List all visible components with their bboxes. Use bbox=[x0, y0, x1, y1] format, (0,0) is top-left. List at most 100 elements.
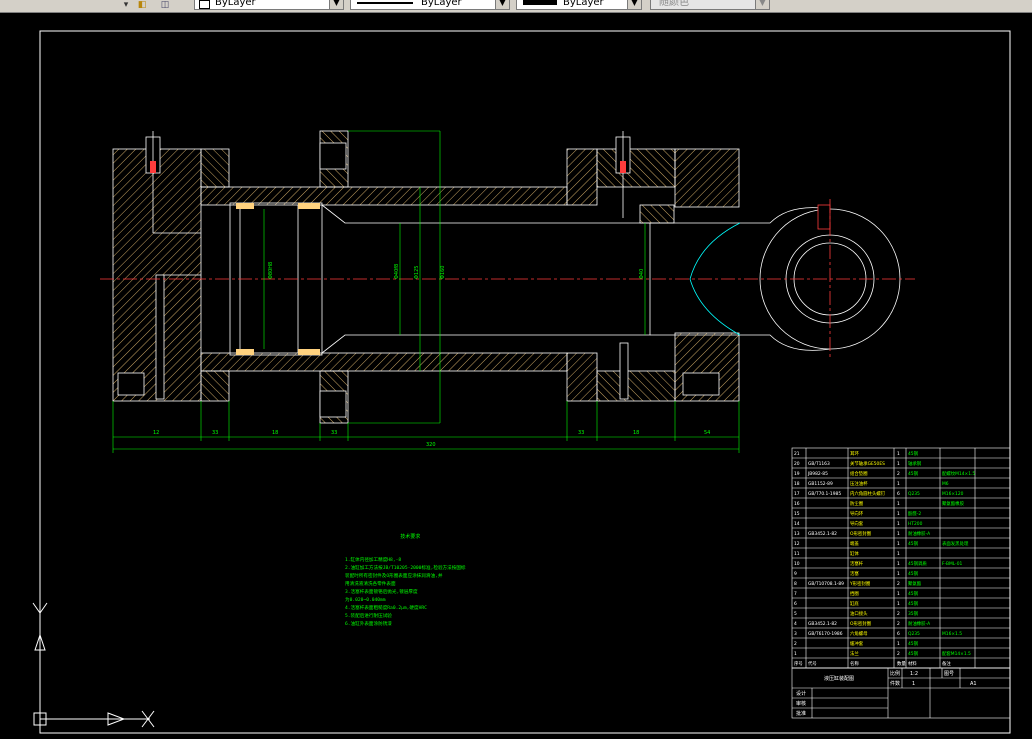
bom-cell-name: 油口接头 bbox=[850, 610, 868, 617]
bom-cell-name: O形密封圈 bbox=[850, 620, 872, 627]
techreq-line: 6.油缸外表面涂防锈漆 bbox=[345, 622, 392, 627]
bom-cell-no: 21 bbox=[794, 451, 800, 457]
bom-cell-no: 1 bbox=[794, 651, 797, 657]
bom-cell-qty: 1 bbox=[897, 461, 900, 467]
bom-cell-mat: Q235 bbox=[908, 491, 920, 497]
bom-header-code: 代号 bbox=[808, 660, 817, 667]
bom-cell-no: 4 bbox=[794, 621, 797, 627]
bom-cell-name: 导向环 bbox=[850, 510, 864, 517]
bom-cell-name: 端盖 bbox=[850, 540, 859, 547]
dim-text: 33 bbox=[212, 430, 218, 436]
bom-cell-note: 表面发黑处理 bbox=[942, 540, 969, 547]
bom-cell-code: GB1152-89 bbox=[808, 481, 833, 487]
size-label: 图号 bbox=[944, 671, 954, 677]
bom-cell-qty: 1 bbox=[897, 561, 900, 567]
bom-cell-name: 缸体 bbox=[850, 550, 859, 557]
role-design: 设计 bbox=[796, 690, 806, 697]
bom-cell-qty: 2 bbox=[897, 471, 900, 477]
bom-cell-mat: Q235 bbox=[908, 631, 920, 637]
linetype-value: ByLayer bbox=[421, 0, 462, 8]
bom-cell-no: 10 bbox=[794, 561, 800, 567]
chevron-down-icon[interactable]: ▼ bbox=[627, 0, 641, 9]
bom-cell-code: GB3452.1-82 bbox=[808, 531, 837, 537]
bom-cell-no: 7 bbox=[794, 591, 797, 597]
bom-cell-no: 2 bbox=[794, 641, 797, 647]
bom-cell-name: 防尘圈 bbox=[850, 500, 864, 507]
dimension-texts: 320 12 33 18 33 33 18 54 Φ80H8 Φ40f8 Φ12… bbox=[153, 262, 710, 448]
layer-tools-icon[interactable]: ◧ bbox=[137, 0, 147, 10]
guide-sleeve-bottom bbox=[596, 370, 676, 402]
lineweight-control[interactable]: ByLayer ▼ bbox=[516, 0, 642, 10]
bom-cell-name: 缸底 bbox=[850, 600, 859, 607]
dim-rod2: Φ40 bbox=[639, 269, 645, 279]
bom-cell-note: M16×1.5 bbox=[942, 631, 962, 637]
bom-cell-qty: 2 bbox=[897, 621, 900, 627]
techreq-line: 5.装配后进行耐压试验 bbox=[345, 614, 392, 619]
lineweight-preview bbox=[523, 0, 557, 5]
bom-cell-name: 关节轴承GE50ES bbox=[850, 460, 885, 467]
linetype-control[interactable]: ByLayer ▼ bbox=[350, 0, 510, 10]
bom-cell-mat: 耐油橡胶-A bbox=[908, 530, 930, 537]
barrel-bottom-wall bbox=[200, 352, 568, 372]
trunnion-bore-top bbox=[319, 142, 347, 170]
bom-cell-name: O形密封圈 bbox=[850, 530, 872, 537]
model-space-canvas[interactable]: 320 12 33 18 33 33 18 54 Φ80H8 Φ40f8 Φ12… bbox=[0, 13, 1032, 735]
bom-cell-no: 3 bbox=[794, 631, 797, 637]
dropdown-arrow-icon[interactable]: ▾ bbox=[123, 0, 129, 10]
bom-cell-qty: 1 bbox=[897, 521, 900, 527]
bom-cell-code: GB3452.1-82 bbox=[808, 621, 837, 627]
bom-cell-no: 17 bbox=[794, 491, 800, 497]
bom-header-name: 名称 bbox=[850, 660, 859, 667]
bom-cell-no: 8 bbox=[794, 581, 797, 587]
bom-cell-mat: 45钢 bbox=[908, 540, 919, 547]
bom-cell-mat: 45钢 bbox=[908, 570, 919, 577]
bom-cell-note: 配螺纹M14×1.5 bbox=[942, 470, 975, 477]
barrel-top-wall bbox=[200, 186, 568, 206]
layer-states-icon[interactable]: ◫ bbox=[160, 0, 170, 10]
sheet-border bbox=[39, 30, 1011, 734]
bom-cell-no: 18 bbox=[794, 481, 800, 487]
chevron-down-icon[interactable]: ▼ bbox=[495, 0, 509, 9]
bom-cell-name: 耳环 bbox=[850, 451, 859, 457]
chevron-down-icon[interactable]: ▼ bbox=[329, 0, 343, 9]
bom-cell-qty: 1 bbox=[897, 571, 900, 577]
techreq-title: 技术要求 bbox=[400, 534, 421, 540]
dim-total: 320 bbox=[426, 442, 436, 448]
plotstyle-value: 随颜色 bbox=[659, 0, 689, 8]
bottom-flange-top bbox=[200, 148, 230, 188]
color-control[interactable]: ByLayer ▼ bbox=[194, 0, 344, 10]
bom-cell-qty: 1 bbox=[897, 451, 900, 457]
bom-cell-mat: 35钢 bbox=[908, 610, 919, 617]
bom-cell-note: 配套M14×1.5 bbox=[942, 650, 971, 657]
color-value: ByLayer bbox=[215, 0, 256, 8]
bom-cell-mat: 酚醛-2 bbox=[908, 510, 921, 517]
bom-cell-no: 13 bbox=[794, 531, 800, 537]
bom-cell-name: 组合垫圈 bbox=[850, 470, 868, 477]
dimension-lines bbox=[112, 130, 740, 453]
oil-port-right bbox=[682, 372, 720, 396]
bom-cell-note: M16×120 bbox=[942, 491, 964, 497]
bom-cell-no: 14 bbox=[794, 521, 800, 527]
bom-cell-name: 法兰 bbox=[850, 650, 859, 657]
techreq-line: 3.活塞杆表面镀铬后抛光,镀层厚度 bbox=[345, 590, 418, 595]
bom-cell-mat: 45钢 bbox=[908, 600, 919, 607]
guide-ring bbox=[639, 204, 675, 224]
bom-cell-mat: 耐油橡胶-A bbox=[908, 620, 930, 627]
bolt-bottom-left bbox=[155, 274, 165, 400]
size-value: A1 bbox=[970, 681, 977, 687]
bom-cell-name: 缓冲套 bbox=[850, 640, 864, 647]
ratio-label: 比例 bbox=[890, 670, 900, 677]
chevron-down-icon[interactable]: ▼ bbox=[755, 0, 769, 9]
bolt-bottom-right bbox=[619, 342, 629, 400]
bom-cell-mat: 45钢 bbox=[908, 640, 919, 647]
piston bbox=[229, 202, 323, 356]
bom-cell-mat: HT200 bbox=[908, 521, 923, 527]
seal-mark bbox=[236, 203, 254, 209]
cylinder-assembly-view bbox=[112, 130, 901, 424]
bom-cell-mat: 聚氨酯 bbox=[908, 580, 922, 587]
plotstyle-control[interactable]: 随颜色 ▼ bbox=[650, 0, 770, 10]
bom-header-qty: 数量 bbox=[897, 660, 906, 667]
dim-bore: Φ80H8 bbox=[268, 262, 274, 279]
grease-nipple bbox=[817, 204, 831, 230]
